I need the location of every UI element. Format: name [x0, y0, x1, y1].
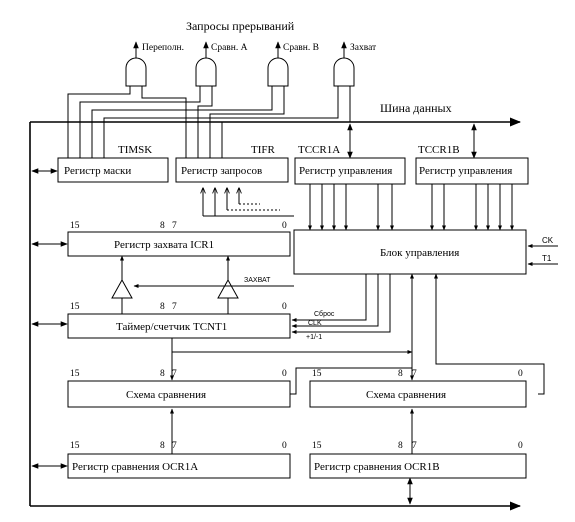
- ocr1b-box-label: Регистр сравнения OCR1B: [314, 461, 440, 473]
- compare-b-unit: Схема сравнения: [309, 380, 527, 408]
- ocr1b-bit-0: 0: [518, 441, 523, 451]
- and-gate-overflow: [125, 41, 147, 87]
- data-bus: [29, 117, 522, 511]
- icr1-bit-8: 8: [160, 221, 165, 231]
- tcnt1-bit-7: 7: [172, 302, 177, 312]
- interrupt-label-capture: Захват: [350, 43, 377, 53]
- tccr1a-register: Регистр управления: [294, 157, 406, 185]
- ocr1b-bit-8: 8: [398, 441, 403, 451]
- and-gate-compare-b: [267, 41, 289, 87]
- gate-input-wires: [67, 86, 351, 158]
- ocr1a-register: Регистр сравнения OCR1A: [67, 453, 291, 479]
- capture-buffer-left: [111, 255, 133, 314]
- tifr-box-label: Регистр запросов: [181, 165, 262, 177]
- ocr1b-bit-7: 7: [412, 441, 417, 451]
- icr1-box-label: Регистр захвата ICR1: [114, 239, 214, 251]
- data-bus-label: Шина данных: [380, 101, 452, 115]
- tifr-name: TIFR: [251, 144, 276, 156]
- t1-label: T1: [542, 254, 552, 263]
- cmp-a-bit-7: 7: [172, 369, 177, 379]
- tcnt1-bit-0: 0: [282, 302, 287, 312]
- icr1-bit-15: 15: [70, 221, 80, 231]
- compare-a-unit: Схема сравнения: [67, 380, 291, 408]
- tifr-register: Регистр запросов: [175, 157, 289, 183]
- capture-buffer-right: [217, 255, 239, 314]
- tccr1a-control-lines: [308, 184, 394, 231]
- timsk-box-label: Регистр маски: [64, 165, 131, 177]
- tifr-inputs: [203, 188, 294, 217]
- tcnt1-box-label: Таймер/счетчик TCNT1: [116, 321, 227, 333]
- tccr1b-register: Регистр управления: [415, 157, 529, 185]
- tccr1b-name: TCCR1B: [418, 144, 460, 156]
- clk-label: CLK: [308, 320, 322, 327]
- ocr1a-bit-8: 8: [160, 441, 165, 451]
- tccr1a-box-label: Регистр управления: [299, 165, 392, 177]
- cmp-a-bit-15: 15: [70, 369, 80, 379]
- tccr1a-name: TCCR1A: [298, 144, 340, 156]
- icr1-bit-7: 7: [172, 221, 177, 231]
- tcnt1-bit-15: 15: [70, 302, 80, 312]
- cmp-b-bit-7: 7: [412, 369, 417, 379]
- interrupt-label-compare-b: Сравн. В: [283, 43, 319, 53]
- capture-label: ЗАХВАТ: [244, 277, 271, 284]
- comparator-feedback-lines: [290, 273, 545, 395]
- control-unit-label: Блок управления: [380, 247, 459, 259]
- interrupt-label-overflow: Переполн.: [142, 43, 184, 53]
- icr1-register: Регистр захвата ICR1: [67, 231, 291, 257]
- cmp-a-bit-0: 0: [282, 369, 287, 379]
- control-unit: Блок управления: [293, 229, 527, 275]
- interrupts-title: Запросы прерываний: [186, 19, 295, 33]
- tcnt1-to-comparators: [170, 338, 414, 381]
- ocr1a-bit-0: 0: [282, 441, 287, 451]
- tccr1b-control-lines: [430, 184, 514, 231]
- ocr1b-register: Регистр сравнения OCR1B: [309, 453, 527, 479]
- ocr1a-box-label: Регистр сравнения OCR1A: [72, 461, 198, 473]
- and-gate-compare-a: [195, 41, 217, 87]
- ck-label: CK: [542, 236, 554, 245]
- cmp-a-box-label: Схема сравнения: [126, 389, 206, 401]
- timsk-name: TIMSK: [118, 144, 152, 156]
- timsk-register: Регистр маски: [57, 157, 169, 183]
- reset-label: Сброс: [314, 310, 335, 318]
- cmp-b-box-label: Схема сравнения: [366, 389, 446, 401]
- icr1-bit-0: 0: [282, 221, 287, 231]
- tccr1b-box-label: Регистр управления: [419, 165, 512, 177]
- and-gate-capture: [333, 41, 355, 87]
- tcnt1-control-signals: [291, 274, 391, 334]
- cmp-b-bit-8: 8: [398, 369, 403, 379]
- cmp-b-bit-15: 15: [312, 369, 322, 379]
- bus-connections: [31, 123, 477, 505]
- updown-label: +1/-1: [306, 334, 322, 341]
- cmp-a-bit-8: 8: [160, 369, 165, 379]
- ocr1a-bit-15: 15: [70, 441, 80, 451]
- tcnt1-bit-8: 8: [160, 302, 165, 312]
- ocr1a-bit-7: 7: [172, 441, 177, 451]
- ocr1b-bit-15: 15: [312, 441, 322, 451]
- cmp-b-bit-0: 0: [518, 369, 523, 379]
- interrupt-label-compare-a: Сравн. А: [211, 43, 248, 53]
- tcnt1-register: Таймер/счетчик TCNT1: [67, 313, 291, 339]
